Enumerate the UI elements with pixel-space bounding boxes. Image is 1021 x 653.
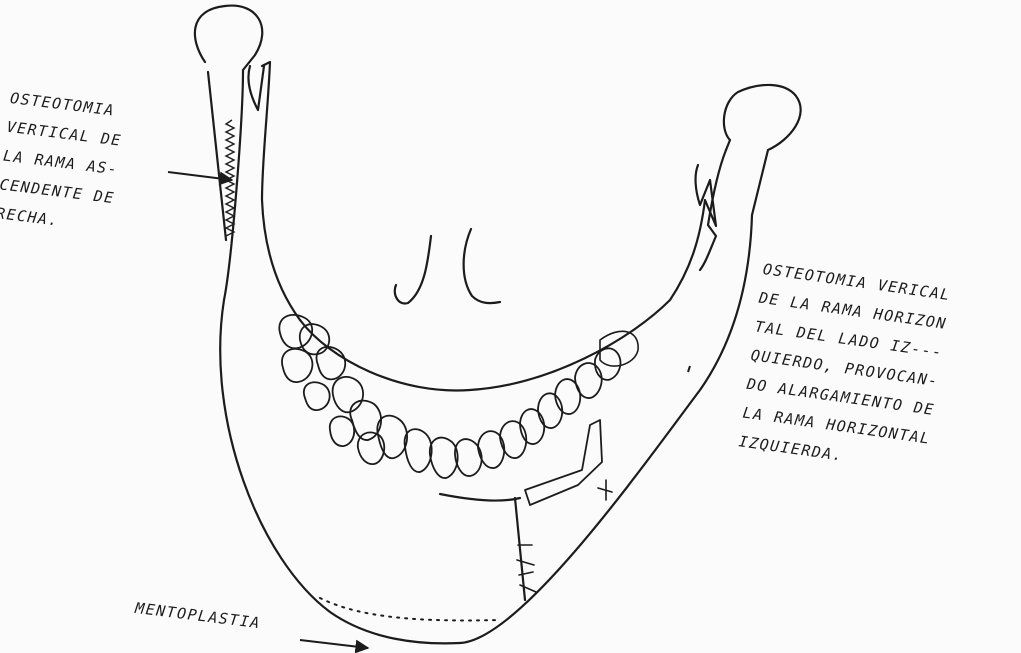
tooth-17	[575, 363, 602, 398]
left-ramus-notch	[262, 62, 300, 320]
tongue-mark-right	[464, 229, 500, 303]
tooth-10	[430, 438, 458, 479]
fixation-wire-2	[598, 480, 612, 500]
tooth-4	[316, 347, 345, 380]
right-label-tick	[688, 366, 690, 372]
tooth-2	[282, 349, 312, 382]
label-horizontal-ramus-osteotomy: OSTEOTOMIA VERICAL DE LA RAMA HORIZON TA…	[737, 255, 953, 482]
mento-label-arrow	[300, 640, 368, 648]
lower-gum-line	[440, 494, 520, 501]
tooth-19	[330, 416, 354, 446]
bone-graft	[525, 420, 602, 505]
teeth-row	[279, 315, 620, 478]
left-label-arrow	[168, 172, 232, 180]
inner-border	[300, 165, 716, 390]
tooth-14	[520, 409, 544, 444]
tooth-6	[333, 377, 364, 412]
tongue-mark-left	[395, 236, 431, 303]
tooth-9	[405, 429, 432, 472]
left-coronoid	[248, 66, 264, 110]
label-ascending-ramus-osteotomy: OSTEOTOMIA VERTICAL DE LA RAMA AS- CENDE…	[0, 84, 127, 242]
tooth-5	[304, 382, 330, 410]
tooth-20	[358, 432, 384, 464]
tooth-1	[279, 315, 312, 348]
tooth-18	[595, 348, 621, 380]
left-ramus-posterior	[208, 72, 226, 240]
mentoplasty-cut-line	[320, 598, 500, 620]
ascending-ramus-osteotomy-line	[226, 120, 234, 236]
tooth-15	[538, 393, 562, 428]
mandible-outline	[195, 6, 801, 644]
tooth-3	[300, 324, 329, 354]
